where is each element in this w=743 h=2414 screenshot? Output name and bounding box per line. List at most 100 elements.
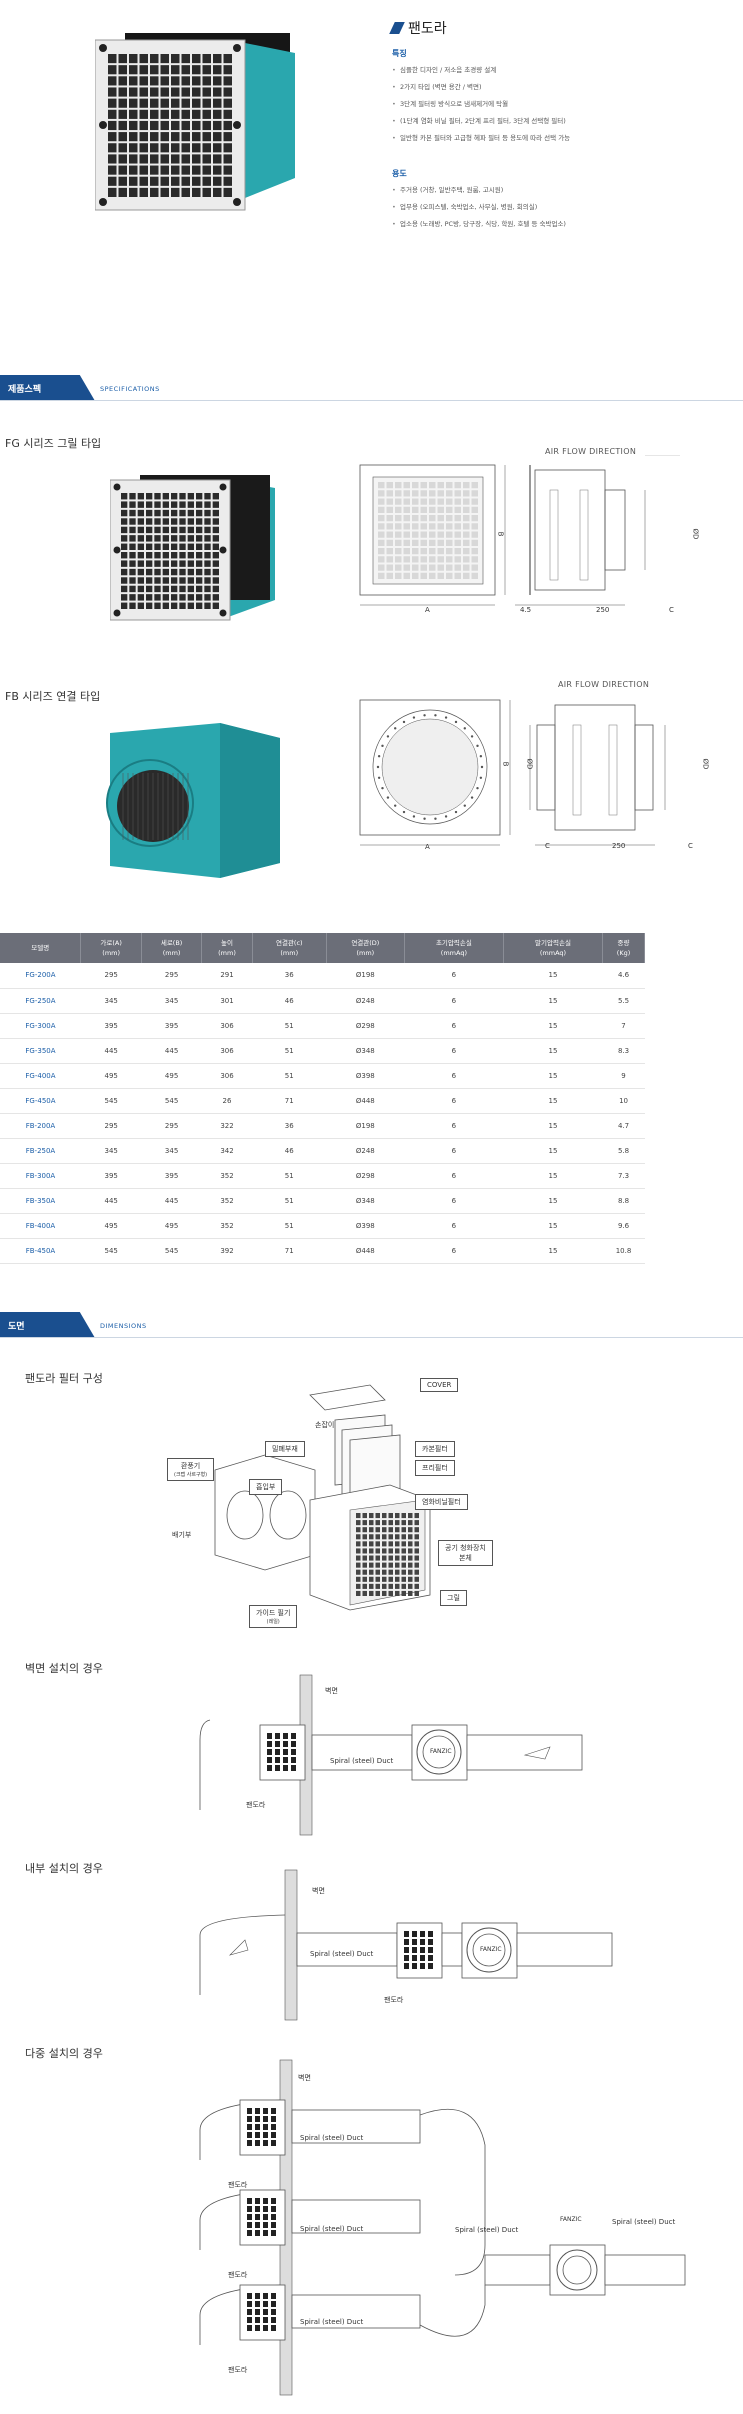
- label-exhaust: 배기부: [172, 1531, 192, 1539]
- table-header-cell: 연결관(D)(mm): [326, 933, 405, 963]
- table-cell: 352: [201, 1213, 253, 1239]
- table-cell: 342: [201, 1138, 253, 1164]
- multi-install-diagram: [199, 2059, 686, 2396]
- inner-install-fan-label: FANZIC: [480, 1946, 502, 1953]
- multi-install-duct-2: Spiral (steel) Duct: [300, 2225, 364, 2233]
- fg-dim-od: ØD: [691, 528, 700, 540]
- model-cell: FB-400A: [0, 1213, 81, 1239]
- inner-install-diagram: [199, 1869, 613, 2021]
- table-cell: 5.5: [602, 988, 645, 1014]
- multi-install-duct-1: Spiral (steel) Duct: [300, 2134, 364, 2142]
- fg-series-title: FG 시리즈 그릴 타입: [5, 437, 102, 450]
- fb-product-photo: [106, 723, 280, 878]
- table-cell: 15: [503, 1213, 603, 1239]
- inner-install-duct-label: Spiral (steel) Duct: [310, 1950, 374, 1958]
- table-cell: 8.8: [602, 1188, 645, 1214]
- table-cell: 395: [80, 1013, 142, 1039]
- fg-dim-b: B: [496, 531, 505, 537]
- features-heading: 특징: [392, 49, 407, 58]
- label-seal: 밀폐부재: [265, 1441, 305, 1457]
- inner-install-unit-label: 팬도라: [384, 1996, 404, 2004]
- model-cell: FG-250A: [0, 988, 81, 1014]
- specifications-en: SPECIFICATIONS: [100, 385, 160, 393]
- model-cell: FB-250A: [0, 1138, 81, 1164]
- table-cell: 6: [404, 1013, 504, 1039]
- multi-install-duct-4: Spiral (steel) Duct: [455, 2226, 519, 2234]
- table-cell: 15: [503, 1113, 603, 1139]
- fb-dim-a: A: [425, 843, 430, 851]
- table-cell: Ø198: [326, 963, 405, 989]
- table-cell: 10.8: [602, 1238, 645, 1264]
- table-cell: 352: [201, 1188, 253, 1214]
- table-cell: 445: [141, 1188, 202, 1214]
- table-cell: 51: [252, 1188, 327, 1214]
- table-header-cell: 세로(B)(mm): [141, 933, 203, 963]
- multi-install-unit-1: 팬도라: [228, 2181, 248, 2189]
- table-cell: 15: [503, 1138, 603, 1164]
- table-cell: 295: [80, 963, 142, 989]
- fg-dim-a: A: [425, 606, 430, 614]
- table-cell: 545: [80, 1088, 142, 1114]
- model-cell: FB-200A: [0, 1113, 81, 1139]
- table-cell: Ø398: [326, 1213, 405, 1239]
- model-cell: FG-350A: [0, 1038, 81, 1064]
- specifications-tab: 제품스펙: [0, 375, 95, 401]
- table-cell: 36: [252, 1113, 327, 1139]
- fg-air-flow-label: AIR FLOW DIRECTION: [545, 447, 637, 456]
- fg-product-photo: [110, 475, 275, 621]
- table-cell: 7.3: [602, 1163, 645, 1189]
- dimensions-section-bar: 도면 DIMENSIONS: [0, 1312, 743, 1338]
- multi-install-unit-3: 팬도라: [228, 2366, 248, 2374]
- fb-dim-od: ØD: [525, 758, 534, 770]
- label-connector: 환풍기 (크랩 사르구형): [167, 1458, 215, 1481]
- table-cell: 51: [252, 1163, 327, 1189]
- table-cell: Ø448: [326, 1238, 405, 1264]
- filter-config-title: 팬도라 필터 구성: [25, 1372, 103, 1385]
- table-cell: 6: [404, 1113, 504, 1139]
- table-cell: Ø348: [326, 1038, 405, 1064]
- table-cell: 15: [503, 1038, 603, 1064]
- fg-dim-4-5: 4.5: [520, 606, 532, 614]
- table-cell: 15: [503, 1013, 603, 1039]
- table-cell: 291: [201, 963, 253, 989]
- table-cell: 445: [80, 1188, 142, 1214]
- table-cell: 395: [141, 1013, 202, 1039]
- table-cell: Ø198: [326, 1113, 405, 1139]
- fb-dim-c-right: C: [688, 842, 693, 850]
- feature-item: 3단계 필터링 방식으로 냄새제거에 탁월: [392, 96, 732, 113]
- use-item: 주거용 (거창, 일반주택, 원룸, 고시원): [392, 182, 732, 199]
- label-handle: 손잡이: [315, 1421, 335, 1429]
- product-photo-grill: [95, 33, 295, 211]
- table-cell: 301: [201, 988, 253, 1014]
- multi-install-unit-2: 팬도라: [228, 2271, 248, 2279]
- multi-install-duct-3: Spiral (steel) Duct: [300, 2318, 364, 2326]
- table-cell: 15: [503, 963, 603, 989]
- table-cell: 6: [404, 1188, 504, 1214]
- fb-series-title: FB 시리즈 연결 타입: [5, 690, 101, 703]
- product-title: 팬도라: [389, 18, 447, 38]
- table-cell: 51: [252, 1038, 327, 1064]
- model-cell: FG-400A: [0, 1063, 81, 1089]
- label-pvc: 염화비닐필터: [415, 1494, 468, 1510]
- fg-dim-c: C: [669, 606, 674, 614]
- table-cell: 6: [404, 1038, 504, 1064]
- table-cell: 352: [201, 1163, 253, 1189]
- table-cell: 345: [80, 1138, 142, 1164]
- table-cell: 306: [201, 1013, 253, 1039]
- model-cell: FG-450A: [0, 1088, 81, 1114]
- table-cell: 6: [404, 1063, 504, 1089]
- table-cell: Ø448: [326, 1088, 405, 1114]
- model-cell: FG-200A: [0, 963, 81, 989]
- table-cell: 71: [252, 1088, 327, 1114]
- table-cell: Ø348: [326, 1188, 405, 1214]
- table-cell: 51: [252, 1063, 327, 1089]
- table-cell: 306: [201, 1038, 253, 1064]
- table-cell: Ø298: [326, 1163, 405, 1189]
- uses-heading: 용도: [392, 169, 407, 178]
